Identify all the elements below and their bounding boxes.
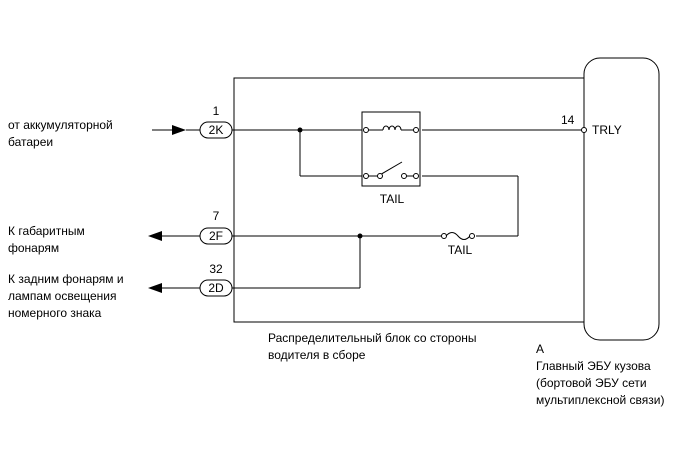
tail-fuse: TAIL [441,232,475,257]
connector-2d-code: 2D [208,281,224,295]
junction-block-caption-line2: водителя в сборе [268,348,366,362]
connector-2k-pin: 1 [213,104,220,118]
battery-arrow-icon [152,125,200,135]
connector-2f-code: 2F [209,229,223,243]
ecu-pin-trly: 14 TRLY [561,113,622,137]
clearance-arrow-icon [148,231,200,241]
connector-2k-code: 2K [209,123,224,137]
battery-label-line2: батареи [8,135,53,149]
body-ecu-caption-line4: мультиплексной связи) [536,393,664,407]
rear-label-line1: К задним фонарям и [8,272,124,286]
clearance-label-line2: фонарям [8,241,59,255]
relay-coil-icon [382,125,402,131]
connector-2f-pin: 7 [213,209,220,223]
rear-label-line3: номерного знака [8,306,102,320]
body-ecu-caption-line2: Главный ЭБУ кузова [536,359,651,373]
battery-label-line1: от аккумуляторной [8,118,113,132]
body-ecu-caption-line1: A [536,342,544,356]
rear-arrow-icon [148,283,200,293]
relay-label: TAIL [380,192,405,206]
relay-switch-icon [377,161,403,177]
fuse-icon [445,232,471,240]
body-ecu-frame [583,57,660,341]
fuse-label: TAIL [448,243,473,257]
clearance-label-line1: К габаритным [8,224,85,238]
ecu-pin-number: 14 [561,113,575,127]
rear-label-line2: лампам освещения [8,289,117,303]
connector-2f: 2F 7 [199,209,233,245]
connector-2k: 2K 1 [199,104,233,139]
connector-2d-pin: 32 [209,262,223,276]
internal-wiring [232,127,582,289]
ecu-pin-name: TRLY [592,123,622,137]
connector-2d: 2D 32 [199,262,233,297]
tail-relay: TAIL [361,111,421,206]
body-ecu-caption-line3: (бортовой ЭБУ сети [536,376,647,390]
junction-block-caption-line1: Распределительный блок со стороны [268,331,477,345]
